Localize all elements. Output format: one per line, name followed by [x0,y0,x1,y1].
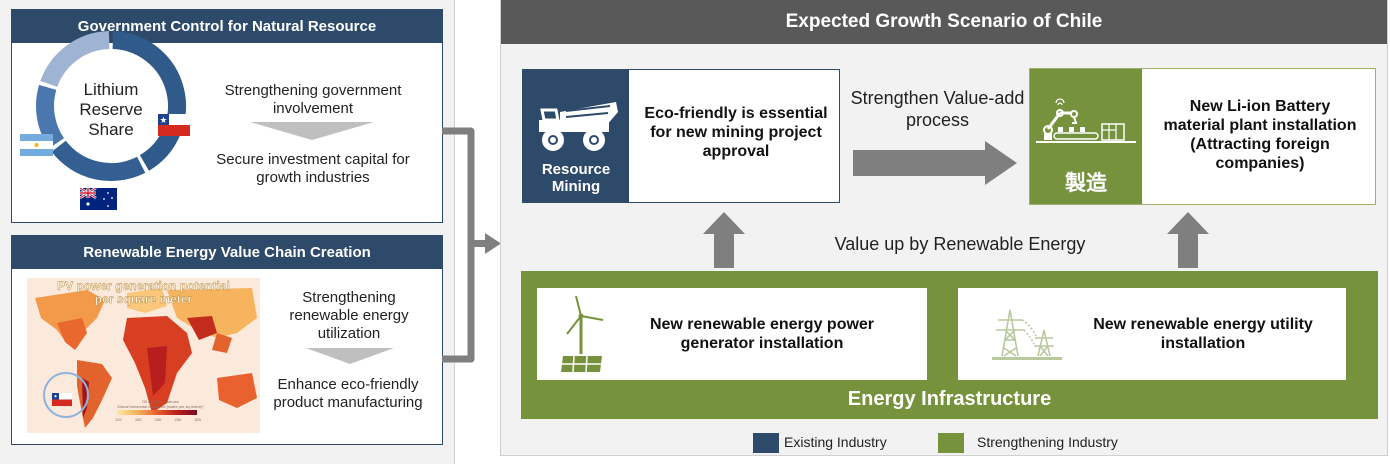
government-control-card: Government Control for Natural Resource … [11,9,443,223]
mining-truck-icon [539,102,618,151]
map-tick: 300 [194,417,201,422]
argentina-flag-icon [20,134,53,156]
map-title: PV power generation potential per square… [27,279,260,306]
generator-box: New renewable energy power generator ins… [537,288,927,380]
legend-label-strengthening: Strengthening Industry [977,434,1118,450]
lithium-reserve-donut [36,31,186,181]
donut-label-line: Reserve [79,100,143,119]
renewable-step-top: Strengthening renewable energy utilizati… [289,289,409,342]
irradiance-color-scale [117,410,197,415]
map-tick: 250 [174,417,182,422]
government-step-bottom: Secure investment capital for growth ind… [216,151,410,186]
world-map-icon [35,288,257,428]
mining-icon-label: Resource Mining [541,161,611,195]
mining-text: Eco-friendly is essential for new mining… [644,105,828,160]
chile-flag-icon [52,393,72,406]
government-step-top: Strengthening government involvement [224,82,402,117]
manufacturing-text: New Li-ion Battery material plant instal… [1163,98,1357,172]
mining-icon-panel: Resource Mining [523,70,629,202]
robot-arm-factory-icon [1036,98,1136,143]
donut-label-line: Share [88,120,134,139]
map-caption-reserves: Oil and gas reserves [142,399,179,404]
australia-flag-icon [80,188,117,210]
map-title-line: PV power generation potential [57,279,230,293]
manufacturing-box: 製造 New Li-ion Battery material plant ins… [1029,68,1376,205]
right-arrow-icon [853,141,1017,185]
value-up-label: Value up by Renewable Energy [834,234,1086,254]
down-arrow-icon [306,348,394,364]
wind-turbine-solar-icon [561,296,604,372]
map-tick: 150 [134,417,142,422]
up-arrow-icon [1167,212,1209,268]
donut-center-label: Lithium Reserve Share [61,80,161,140]
legend-swatch-strengthening [938,433,964,453]
legend-swatch-existing [753,433,779,453]
generator-text: New renewable energy power generator ins… [649,316,875,352]
manufacturing-icon-panel: 製造 [1030,69,1142,204]
down-arrow-icon [250,122,374,140]
bracket-connector-arrow [442,127,501,363]
manufacturing-icon-label: 製造 [1065,171,1107,195]
power-transmission-tower-icon [992,309,1062,360]
map-caption-irradiance: Global horizontal irradiance (watts per … [117,404,204,409]
map-tick: 120 [115,417,122,422]
up-arrow-icon [703,212,745,268]
renewable-value-chain-title: Renewable Energy Value Chain Creation [12,236,442,269]
growth-scenario-title: Expected Growth Scenario of Chile [501,0,1387,44]
donut-segment-australia [51,140,146,181]
utility-text: New renewable energy utility installatio… [1093,316,1313,352]
energy-infrastructure-title: Energy Infrastructure [847,388,1052,410]
map-title-line: per square meter [94,292,193,306]
value-add-arrow-label: Strengthen Value-add process [850,88,1025,130]
chile-highlight-circle [43,372,89,418]
mining-box: Resource Mining Eco-friendly is essentia… [522,69,840,203]
donut-segment-other [40,31,110,88]
utility-box: New renewable energy utility installatio… [958,288,1346,380]
donut-segment-chile [112,31,186,171]
map-tick: 200 [154,417,162,422]
energy-infrastructure-box: New renewable energy power generator ins… [521,271,1378,419]
map-ticks: 120 150 200 250 300 [115,417,201,422]
renewable-step-bottom: Enhance eco-friendly product manufacturi… [273,376,423,411]
donut-label-line: Lithium [83,80,139,99]
legend-label-existing: Existing Industry [784,434,887,450]
chile-flag-icon [158,114,190,136]
pv-potential-world-map: PV power generation potential per square… [27,278,260,433]
donut-segment-argentina [36,84,65,149]
